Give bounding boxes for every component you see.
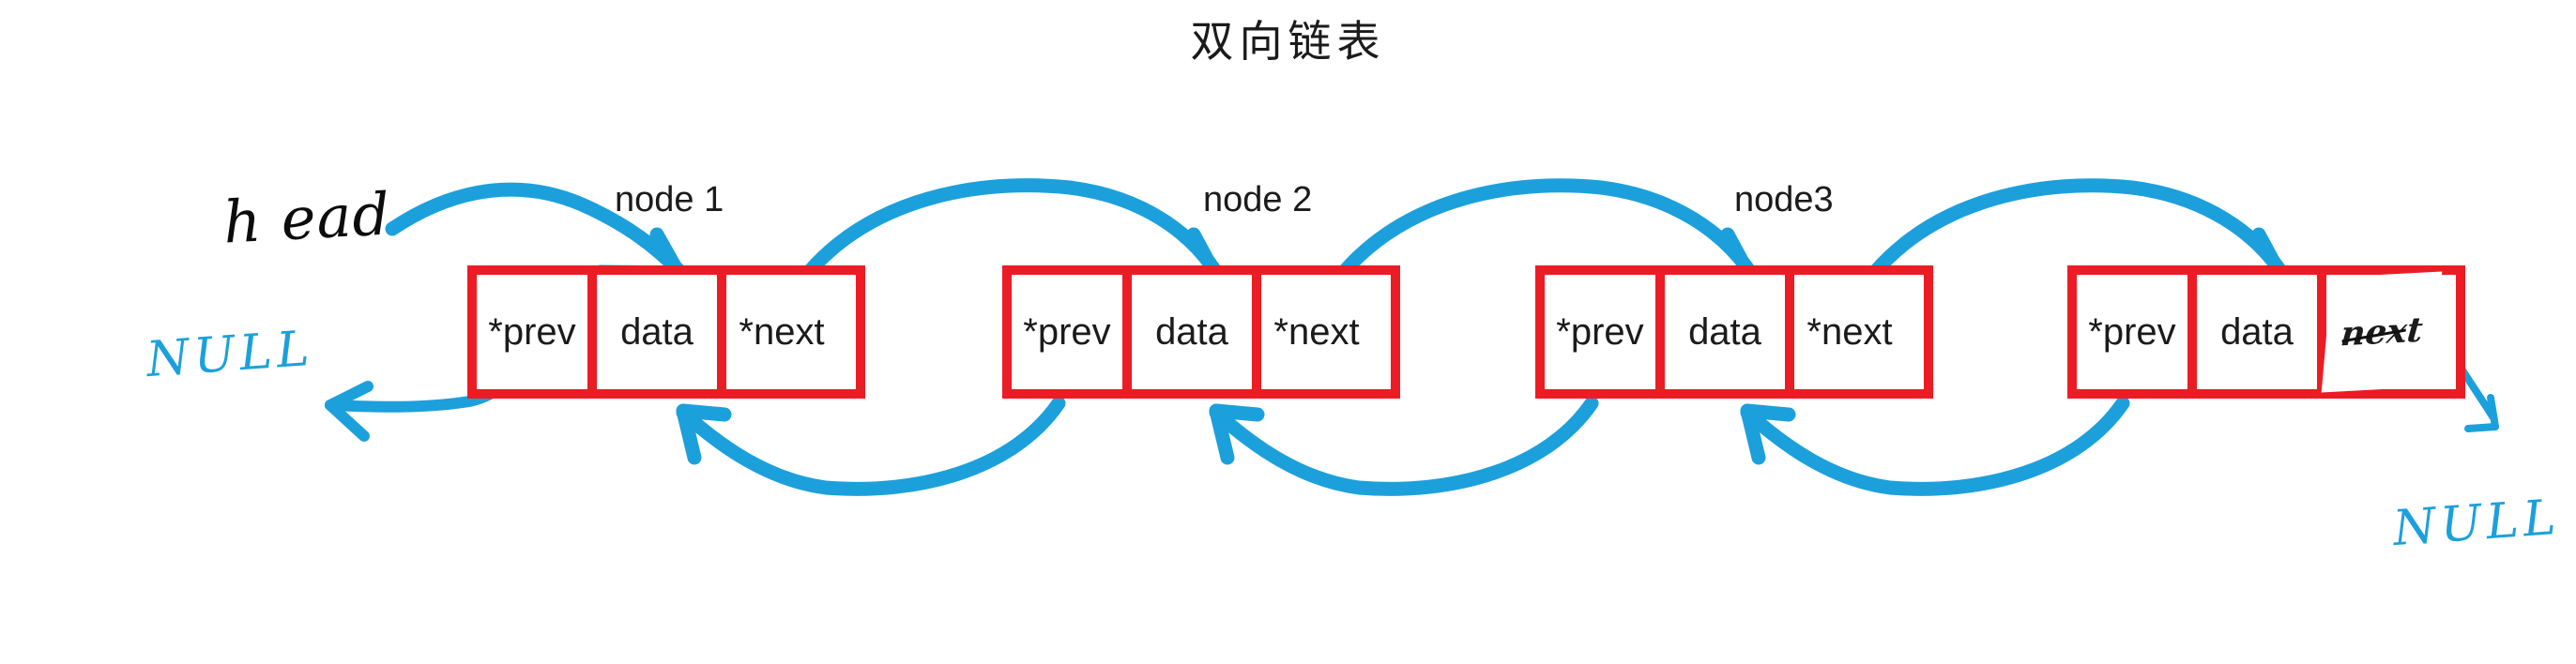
node-4[interactable]: *prev data next: [2067, 265, 2465, 399]
arrow-node2-prev-to-node1: [676, 396, 1066, 496]
node-1-next-cell: *next: [726, 275, 837, 389]
node-1[interactable]: *prev data *next: [467, 265, 865, 399]
node-2[interactable]: *prev data *next: [1002, 265, 1400, 399]
node-3[interactable]: *prev data *next: [1535, 265, 1933, 399]
node-3-next-cell: *next: [1794, 275, 1905, 389]
null-left-label: NULL: [145, 320, 316, 389]
node-2-label: node 2: [1203, 180, 1313, 219]
node-3-data-cell: data: [1655, 275, 1794, 389]
head-label: h ead: [221, 179, 392, 257]
arrow-node3-prev-to-node2: [1209, 396, 1599, 496]
null-right-label: NULL: [2391, 489, 2563, 558]
node-2-prev-cell: *prev: [1012, 275, 1122, 389]
node-2-data-cell: data: [1122, 275, 1261, 389]
node-1-data-cell: data: [587, 275, 726, 389]
node-3-label: node3: [1734, 180, 1834, 219]
arrow-node4-prev-to-node3: [1740, 396, 2130, 496]
node-3-prev-cell: *prev: [1545, 275, 1655, 389]
node-1-label: node 1: [615, 180, 724, 219]
node-1-prev-cell: *prev: [477, 275, 587, 389]
node-4-next-cell: next: [2321, 271, 2443, 393]
node-2-next-cell: *next: [1261, 275, 1372, 389]
node-4-prev-cell: *prev: [2077, 275, 2187, 389]
node-4-data-cell: data: [2187, 275, 2326, 389]
page-title: 双向链表: [1190, 16, 1386, 67]
